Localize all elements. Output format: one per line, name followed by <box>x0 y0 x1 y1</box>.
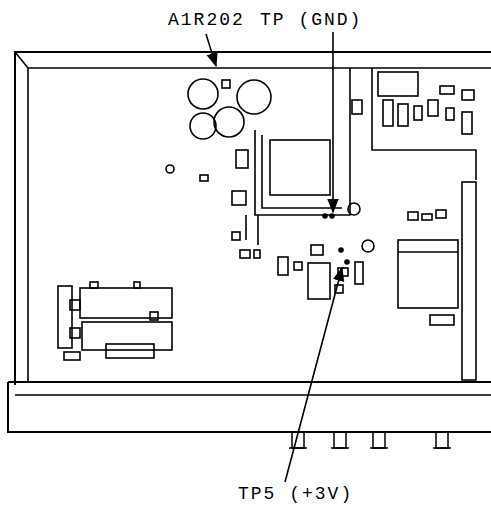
callout-label: TP5 (+3V) <box>236 484 355 504</box>
callout-label: A1R202 <box>166 10 247 30</box>
callout-label: TP (GND) <box>258 10 364 30</box>
